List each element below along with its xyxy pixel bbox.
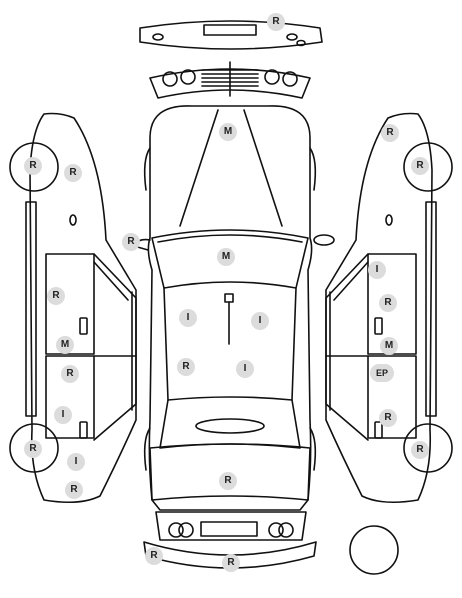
rear-bumper-outline [143, 511, 317, 569]
damage-marker-rear-bumper[interactable]: R [222, 554, 240, 572]
damage-marker-trunk[interactable]: R [219, 472, 237, 490]
damage-marker-hood[interactable]: M [219, 123, 237, 141]
damage-marker-left-rear-wheel[interactable]: R [24, 440, 42, 458]
damage-marker-left-front-wheel[interactable]: R [24, 157, 42, 175]
damage-marker-roof-rear-right[interactable]: I [236, 360, 254, 378]
damage-marker-right-fender[interactable]: R [381, 124, 399, 142]
damage-marker-left-fender[interactable]: R [64, 164, 82, 182]
car-body-outline [133, 105, 335, 511]
grille-headlights [149, 61, 311, 99]
damage-marker-right-rear-door-lower[interactable]: R [379, 409, 397, 427]
damage-marker-roof-rear-left[interactable]: R [177, 358, 195, 376]
damage-marker-right-front-door[interactable]: R [379, 294, 397, 312]
damage-marker-roof-front-right[interactable]: I [251, 312, 269, 330]
damage-marker-left-rear-door[interactable]: R [61, 365, 79, 383]
right-side-outline [325, 112, 453, 504]
damage-marker-right-rear-door[interactable]: EP [370, 364, 394, 382]
damage-marker-left-front-door[interactable]: R [47, 287, 65, 305]
damage-marker-rear-bumper-left[interactable]: R [145, 547, 163, 565]
spare-wheel-outline [349, 525, 399, 575]
damage-marker-right-rear-wheel[interactable]: R [411, 441, 429, 459]
damage-marker-left-quarter[interactable]: R [65, 481, 83, 499]
damage-marker-left-b-pillar[interactable]: M [56, 336, 74, 354]
damage-marker-front-bumper[interactable]: R [267, 13, 285, 31]
damage-marker-right-front-door-top[interactable]: I [368, 261, 386, 279]
damage-marker-left-mirror[interactable]: R [122, 233, 140, 251]
damage-marker-right-front-wheel[interactable]: R [411, 157, 429, 175]
left-side-outline [9, 112, 137, 504]
damage-marker-right-b-pillar[interactable]: M [380, 337, 398, 355]
front-bumper-outline [139, 20, 323, 50]
damage-marker-roof-front-left[interactable]: I [179, 309, 197, 327]
damage-marker-left-rear-sill[interactable]: I [67, 453, 85, 471]
damage-marker-windshield[interactable]: M [217, 248, 235, 266]
damage-marker-left-rear-door-lower[interactable]: I [54, 406, 72, 424]
